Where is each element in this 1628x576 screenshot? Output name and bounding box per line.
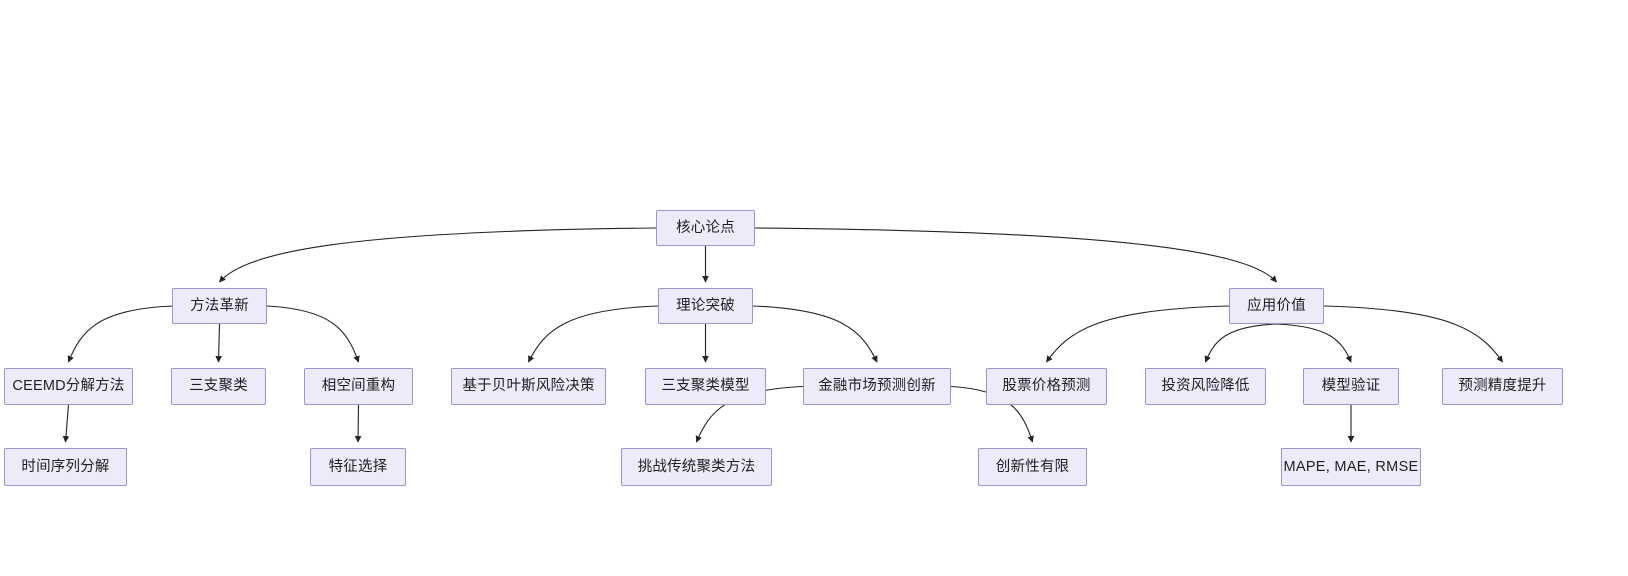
edge-apply-to-risk [1204, 323, 1277, 363]
edge-root-to-apply [754, 227, 1277, 283]
node-risk[interactable]: 投资风险降低 [1145, 368, 1266, 405]
node-label: 理论突破 [676, 297, 735, 314]
node-featsel[interactable]: 特征选择 [310, 448, 406, 486]
node-label: 基于贝叶斯风险决策 [462, 378, 595, 395]
node-label: 三支聚类 [189, 378, 248, 395]
node-label: 相空间重构 [321, 378, 396, 395]
node-tsdecomp[interactable]: 时间序列分解 [4, 448, 127, 486]
node-finance[interactable]: 金融市场预测创新 [803, 368, 951, 405]
node-stock[interactable]: 股票价格预测 [986, 368, 1107, 405]
edge-method-to-tri [215, 323, 222, 363]
node-label: CEEMD分解方法 [12, 378, 125, 395]
node-label: 股票价格预测 [1002, 378, 1091, 395]
edge-apply-to-stock [1046, 305, 1230, 363]
node-ceemd[interactable]: CEEMD分解方法 [4, 368, 133, 405]
node-label: 方法革新 [190, 297, 249, 314]
node-bayes[interactable]: 基于贝叶斯风险决策 [451, 368, 606, 405]
node-metrics[interactable]: MAPE, MAE, RMSE [1281, 448, 1421, 486]
node-challenge[interactable]: 挑战传统聚类方法 [621, 448, 772, 486]
edge-method-to-phase [266, 305, 360, 363]
edge-theory-to-finance [752, 305, 878, 363]
node-label: 模型验证 [1321, 378, 1381, 395]
node-root[interactable]: 核心论点 [656, 210, 755, 246]
node-apply[interactable]: 应用价值 [1229, 288, 1324, 324]
edge-ceemd-to-tsdecomp [62, 404, 70, 443]
node-label: MAPE, MAE, RMSE [1283, 458, 1419, 475]
edge-apply-to-accuracy [1323, 305, 1503, 363]
node-theory[interactable]: 理论突破 [658, 288, 753, 324]
edge-phase-to-featsel [354, 404, 362, 443]
node-label: 预测精度提升 [1458, 378, 1547, 395]
node-label: 投资风险降低 [1161, 378, 1250, 395]
node-phase[interactable]: 相空间重构 [304, 368, 413, 405]
edge-root-to-method [219, 227, 657, 283]
edge-theory-to-bayes [528, 305, 659, 363]
node-label: 特征选择 [328, 458, 388, 475]
edge-method-to-ceemd [67, 305, 173, 363]
node-label: 创新性有限 [995, 458, 1070, 475]
node-trimodel[interactable]: 三支聚类模型 [645, 368, 766, 405]
edges-group [62, 227, 1503, 443]
node-method[interactable]: 方法革新 [172, 288, 267, 324]
node-label: 三支聚类模型 [661, 378, 750, 395]
node-limited[interactable]: 创新性有限 [978, 448, 1087, 486]
node-label: 挑战传统聚类方法 [637, 458, 756, 475]
node-accuracy[interactable]: 预测精度提升 [1442, 368, 1563, 405]
node-valid[interactable]: 模型验证 [1303, 368, 1399, 405]
node-label: 金融市场预测创新 [818, 378, 936, 395]
node-label: 应用价值 [1247, 297, 1306, 314]
node-tri[interactable]: 三支聚类 [171, 368, 266, 405]
edge-apply-to-valid [1276, 323, 1352, 363]
node-label: 核心论点 [676, 219, 735, 236]
node-label: 时间序列分解 [21, 458, 110, 475]
